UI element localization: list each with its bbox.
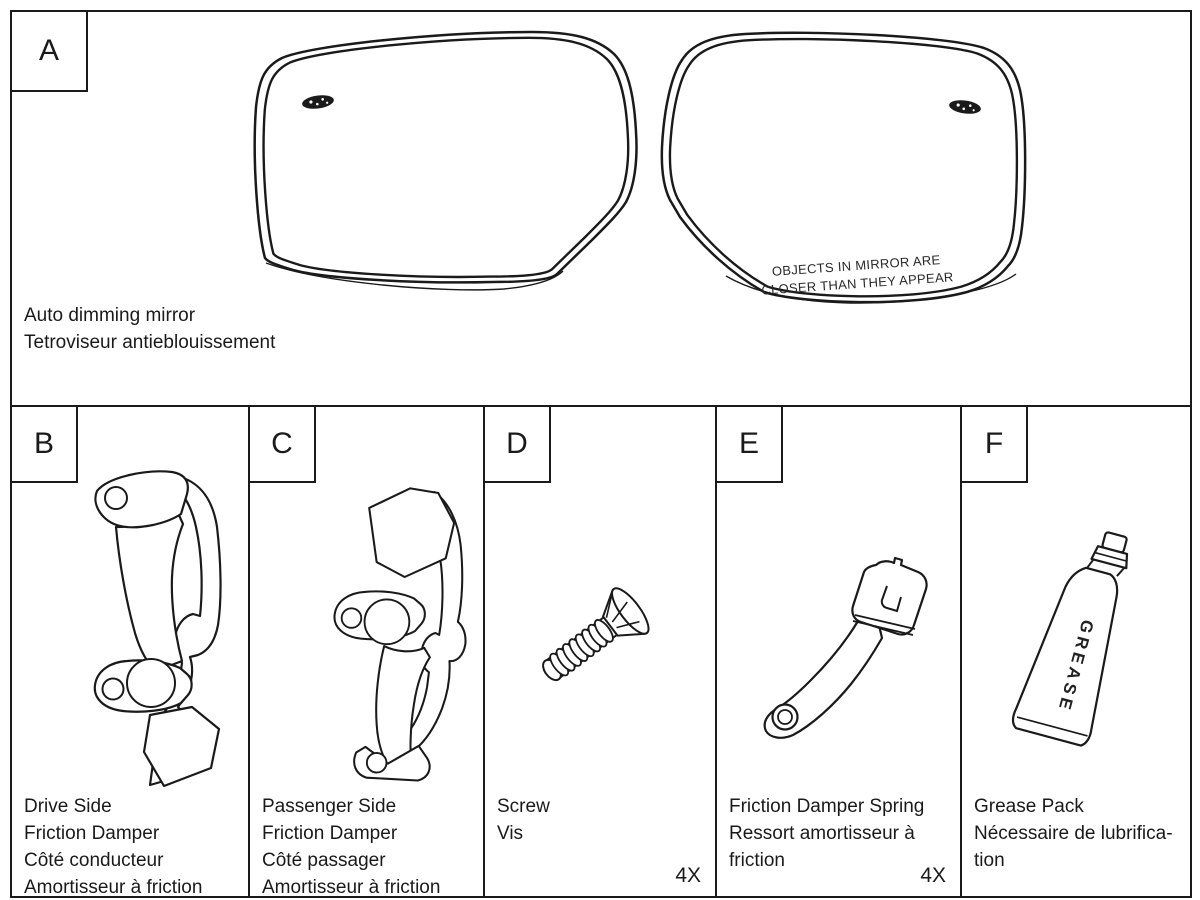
passenger-side-friction-damper-illustration (333, 487, 467, 782)
panel-d-label-box: D (485, 407, 551, 483)
parts-row: B Drive Side Friction Damper Côté conduc… (12, 407, 1190, 898)
caption-line: Friction Damper (24, 823, 160, 844)
mirror-brand-logo-right (949, 100, 981, 114)
left-mirror-rim-line (265, 262, 564, 291)
friction-damper-spring-illustration (763, 556, 928, 739)
panel-a-caption: Auto dimming mirror Tetroviseur antieblo… (24, 302, 275, 356)
caption-line: Auto dimming mirror (24, 305, 196, 326)
panel-c-label-box: C (250, 407, 316, 483)
panel-a: A (12, 12, 1190, 407)
caption-line: Nécessaire de lubrifica- (974, 823, 1173, 844)
right-mirror-glass: OBJECTS IN MIRROR ARE CLOSER THAN THEY A… (660, 31, 1027, 304)
panel-b-caption: Drive Side Friction Damper Côté conducte… (24, 793, 202, 900)
caption-line: Amortisseur à friction (24, 877, 203, 898)
panel-f: F GREASE Grease Pack Nécessaire (960, 407, 1190, 896)
panel-b-label-box: B (12, 407, 78, 483)
caption-line: Drive Side (24, 796, 112, 817)
panel-d-label: D (506, 427, 528, 460)
panel-e-label: E (738, 427, 759, 460)
panel-d: D (483, 407, 715, 896)
caption-line: Côté conducteur (24, 850, 164, 871)
quantity-label: 4X (920, 864, 946, 887)
panel-a-label-box: A (12, 12, 88, 92)
caption-line: Côté passager (262, 850, 386, 871)
caption-line: Grease Pack (974, 796, 1084, 817)
panel-b: B Drive Side Friction Damper Côté conduc… (12, 407, 248, 898)
caption-line: Passenger Side (262, 796, 397, 817)
panel-f-label: F (984, 427, 1004, 460)
caption-line: Amortisseur à friction (262, 877, 441, 898)
panel-f-label-box: F (962, 407, 1028, 483)
caption-line: friction (729, 850, 785, 871)
panel-e-label-box: E (717, 407, 783, 483)
grease-pack-illustration: GREASE (1011, 531, 1129, 747)
right-mirror-rim-line (725, 273, 1017, 304)
panel-b-label: B (33, 427, 54, 460)
panel-c-caption: Passenger Side Friction Damper Côté pass… (262, 793, 440, 900)
panel-a-label: A (38, 34, 59, 67)
panel-e-caption: Friction Damper Spring Ressort amortisse… (729, 793, 924, 874)
panel-e: E Friction Damper Spring Ressort amortis… (715, 407, 960, 896)
caption-line: tion (974, 850, 1005, 871)
panel-c-label: C (271, 427, 293, 460)
left-mirror-glass (253, 30, 638, 291)
caption-line: Friction Damper (262, 823, 398, 844)
caption-line: Ressort amortisseur à (729, 823, 915, 844)
caption-line: Tetroviseur antieblouissement (24, 332, 276, 353)
quantity-label: 4X (675, 864, 701, 887)
panel-d-caption: Screw Vis (497, 793, 550, 847)
panel-f-caption: Grease Pack Nécessaire de lubrifica- tio… (974, 793, 1173, 874)
mirror-pair-illustration: OBJECTS IN MIRROR ARE CLOSER THAN THEY A… (253, 30, 1027, 304)
panel-c: C Passenger Side Friction Damper Côté pa… (248, 407, 483, 898)
diagram-frame: A (10, 10, 1192, 898)
caption-line: Friction Damper Spring (729, 796, 925, 817)
mirror-brand-logo-left (302, 95, 334, 109)
caption-line: Vis (497, 823, 524, 844)
screw-illustration (542, 587, 650, 682)
caption-line: Screw (497, 796, 550, 817)
drive-side-friction-damper-illustration (93, 470, 222, 788)
